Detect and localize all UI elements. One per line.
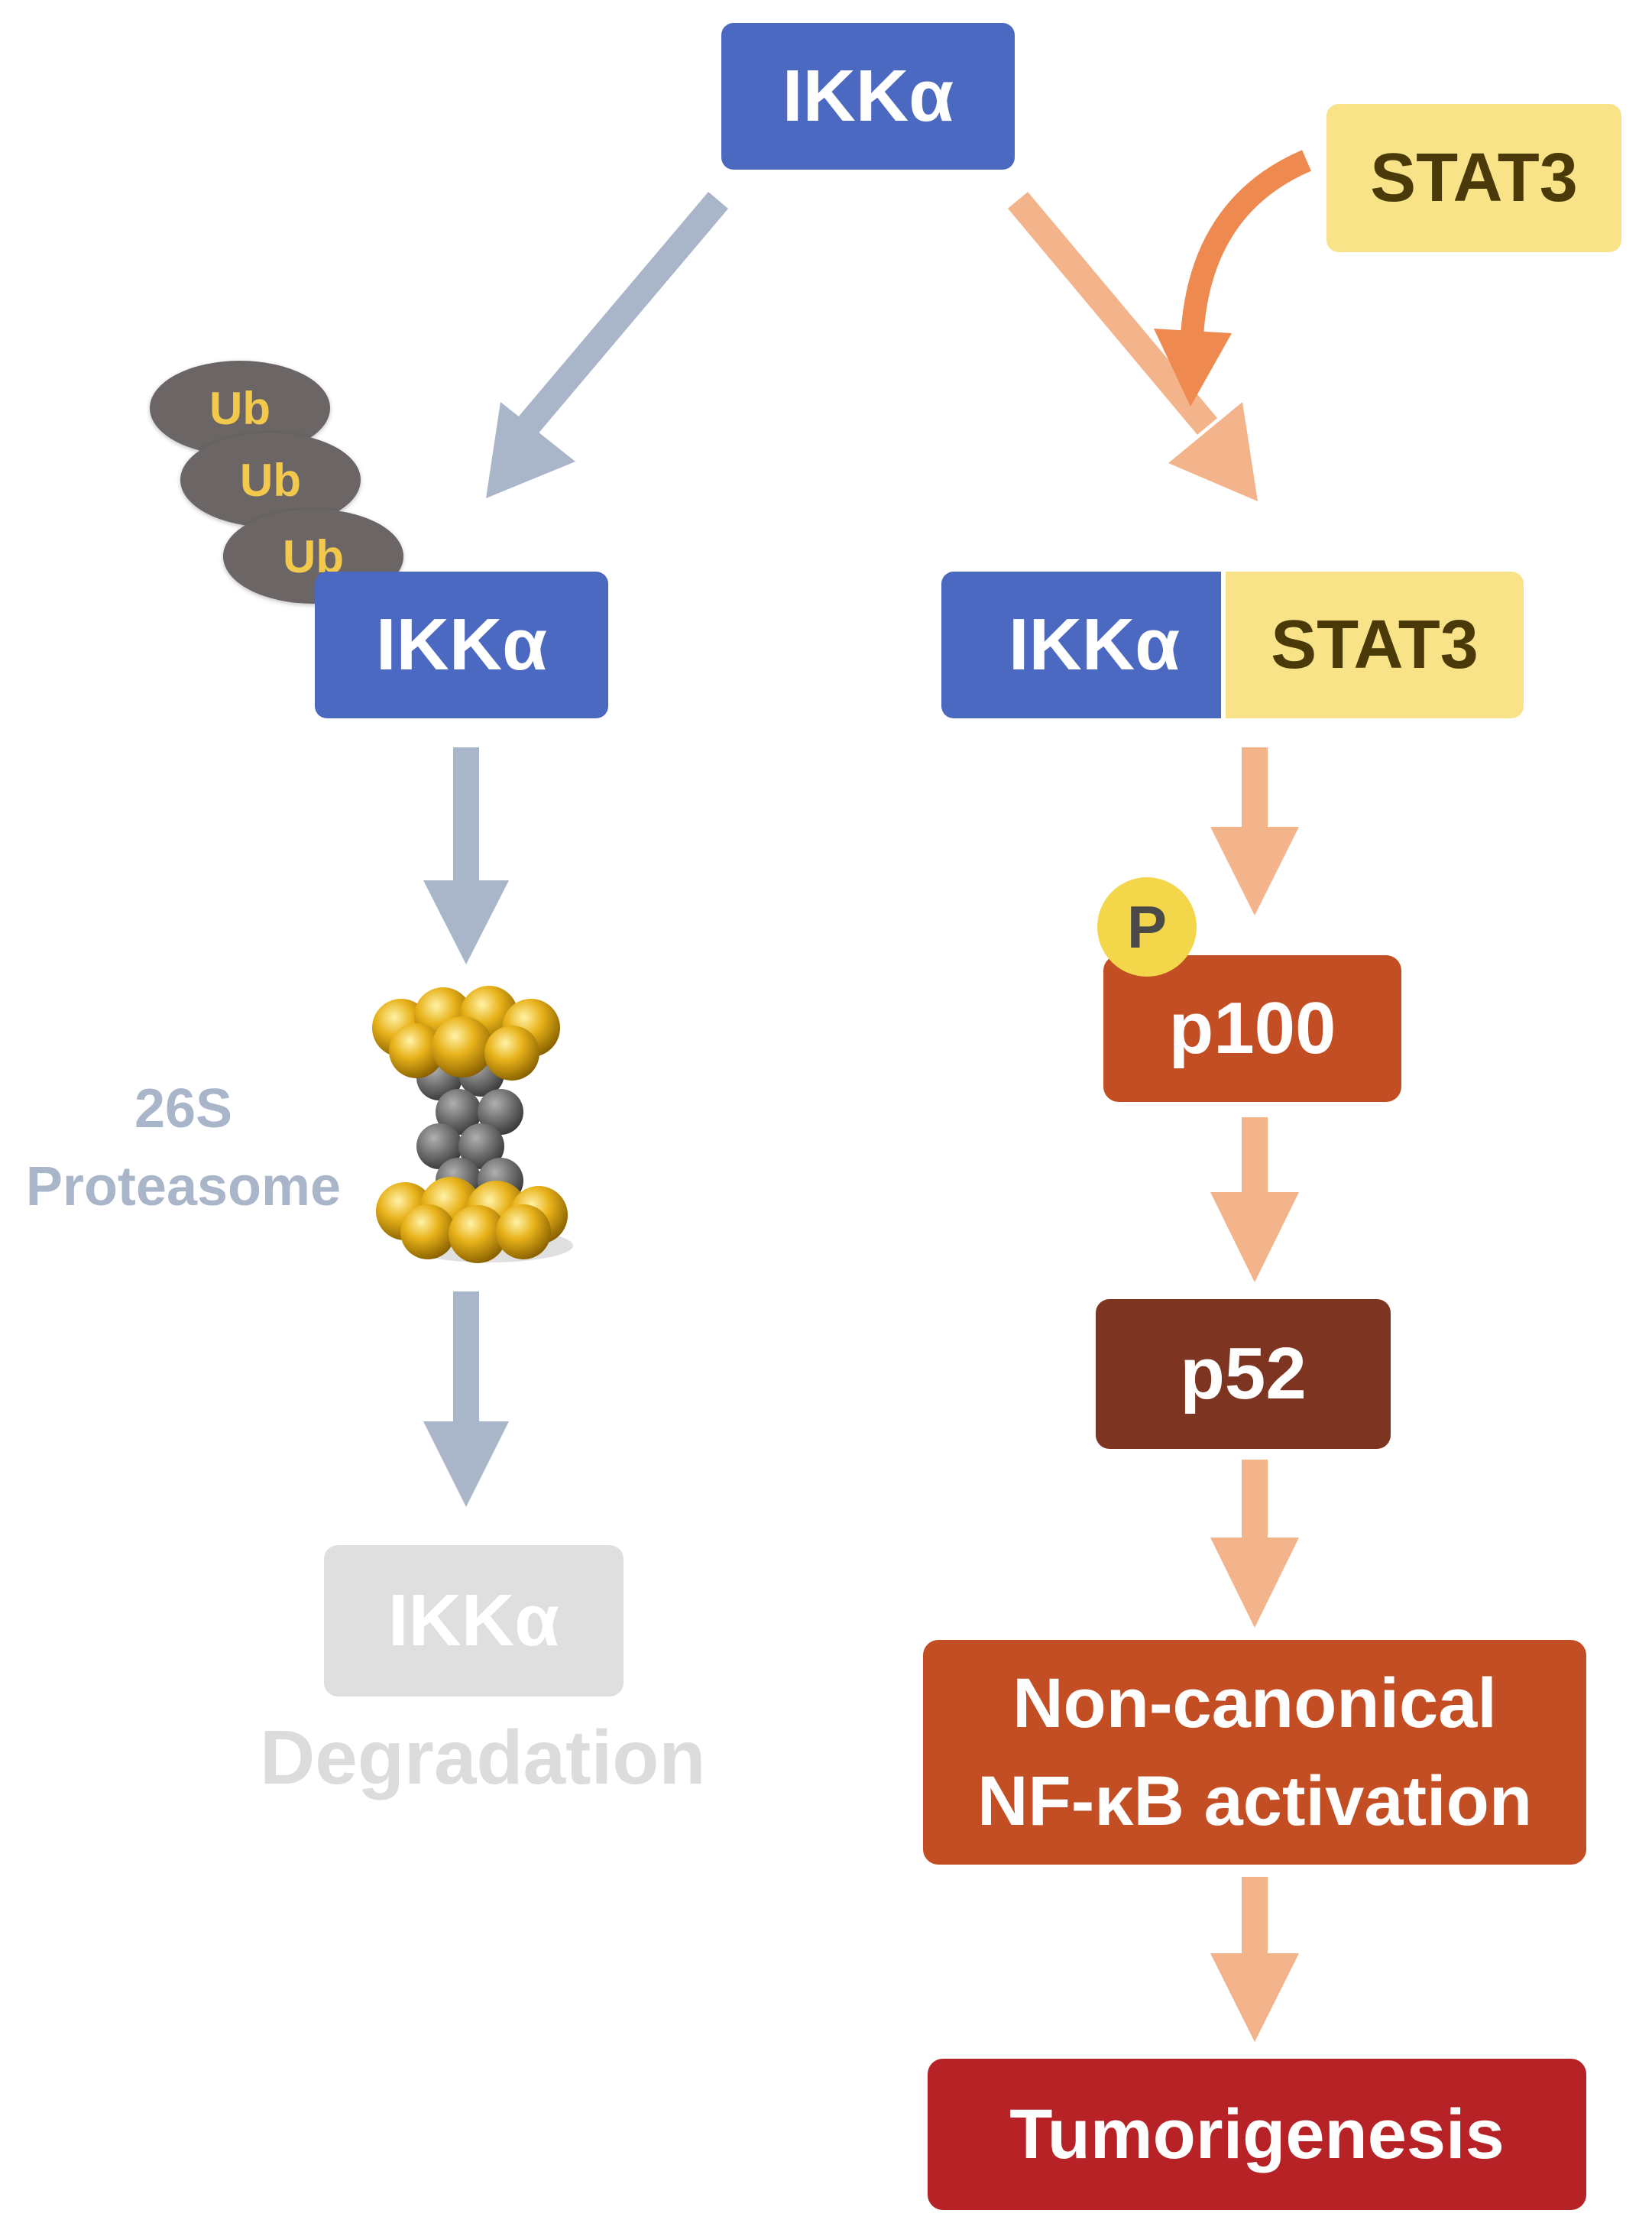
ikka-top-box: IKKα (721, 23, 1015, 170)
tumorigenesis-box: Tumorigenesis (928, 2059, 1586, 2210)
proteasome-label-line1: 26S (134, 1078, 233, 1139)
ikka-ubiquitinated-box: IKKα (315, 572, 608, 718)
arrow-p100-to-p52 (1210, 1117, 1299, 1282)
degradation-label: Degradation (260, 1715, 706, 1800)
arrow-stat3-curve (1154, 150, 1312, 407)
arrow-left-to-proteasome (423, 747, 509, 964)
stat3-top-box: STAT3 (1326, 104, 1621, 252)
stat3-complex-box: STAT3 (1226, 572, 1524, 718)
p100-box: p100 (1103, 955, 1401, 1102)
phosphate-badge: P (1097, 877, 1197, 977)
noncanonical-line1: Non-canonical (1012, 1664, 1497, 1742)
noncanonical-nfkb-box: Non-canonical NF-κB activation (923, 1640, 1586, 1865)
arrow-complex-to-p100 (1210, 747, 1299, 915)
proteasome-label-line2: Proteasome (25, 1156, 342, 1217)
ikka-complex-box: IKKα (941, 572, 1247, 718)
proteasome-icon (372, 986, 573, 1263)
p52-box: p52 (1096, 1299, 1391, 1449)
arrow-top-to-complex (1007, 192, 1258, 501)
ikka-degraded-box: IKKα (324, 1545, 624, 1696)
arrow-proteasome-to-degradation (423, 1291, 509, 1507)
noncanonical-line2: NF-κB activation (977, 1762, 1533, 1840)
proteasome-label: 26S Proteasome (23, 1070, 344, 1226)
arrow-p52-to-noncanonical (1210, 1460, 1299, 1628)
arrow-noncanonical-to-tumorigenesis (1210, 1877, 1299, 2042)
arrow-top-to-left (486, 192, 728, 498)
